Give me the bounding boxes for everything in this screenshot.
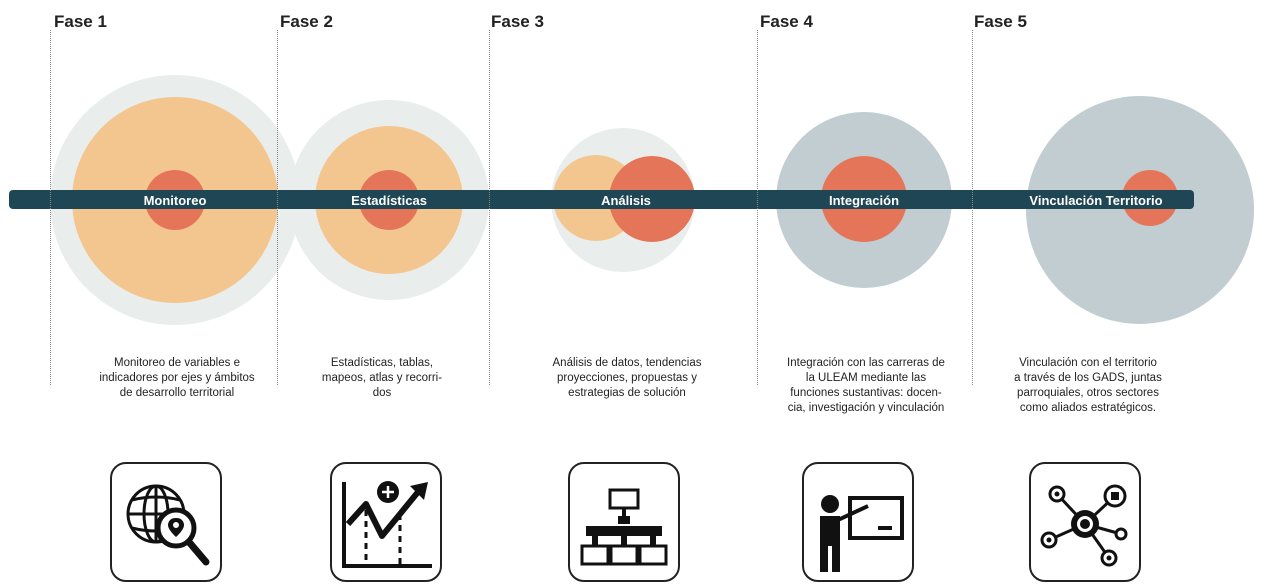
phase-3-divider [489,30,490,385]
description-line: funciones sustantivas: docen- [790,387,942,399]
phase-2-description: Estadísticas, tablas, mapeos, atlas y re… [292,356,472,401]
phase-4-bar-label: Integración [829,193,899,208]
description-line: Vinculación con el territorio [1019,357,1157,369]
phase-1-heading: Fase 1 [54,12,107,31]
network-icon [1040,484,1128,567]
phase-5-bar-label: Vinculación Territorio [1029,193,1162,208]
description-line: Monitoreo de variables e [114,357,240,369]
phase-3-bar-label: Análisis [601,193,651,208]
phase-4-divider [757,30,758,385]
phase-1-icon-card [110,462,222,582]
growth-chart-icon [342,481,432,568]
phase-4-icon-card [802,462,914,582]
globe-search-icon [126,484,210,566]
phase-2-bar-label: Estadísticas [351,193,427,208]
phase-3-heading: Fase 3 [491,12,544,31]
description-line: dos [372,387,392,399]
phase-1-bar-label: Monitoreo [144,193,207,208]
phase-5-heading: Fase 5 [974,12,1027,31]
description-line: la ULEAM mediante las [805,372,927,384]
description-line: de desarrollo territorial [119,387,235,399]
phase-3-description: Análisis de datos, tendencias proyeccion… [522,356,732,401]
phase-1-description: Monitoreo de variables e indicadores por… [72,356,282,401]
phase-4-heading: Fase 4 [760,12,813,31]
description-line: Integración con las carreras de [787,357,945,369]
description-line: cia, investigación y vinculación [787,402,945,414]
phase-2-divider [277,30,278,385]
phase-2-icon-card [330,462,442,582]
description-line: Estadísticas, tablas, [330,357,434,369]
description-line: a través de los GADS, juntas [1014,372,1162,384]
phase-5-icon-card [1029,462,1141,582]
phase-3-icon-card [568,462,680,582]
phase-1-divider [50,30,51,385]
phase-5-divider [972,30,973,385]
hierarchy-icon [580,488,668,566]
phase-2-heading: Fase 2 [280,12,333,31]
description-line: mapeos, atlas y recorri- [321,372,443,384]
description-line: indicadores por ejes y ámbitos [99,372,255,384]
description-line: Análisis de datos, tendencias [552,357,702,369]
teacher-board-icon [820,495,904,572]
phase-5-description: Vinculación con el territorio a través d… [988,356,1188,416]
timeline-bar [9,190,1194,209]
description-line: como aliados estratégicos. [1019,402,1157,414]
description-line: parroquiales, otros sectores [1017,387,1159,399]
phase-4-description: Integración con las carreras de la ULEAM… [756,356,976,416]
description-line: estrategias de solución [568,387,686,399]
description-line: proyecciones, propuestas y [557,372,697,384]
